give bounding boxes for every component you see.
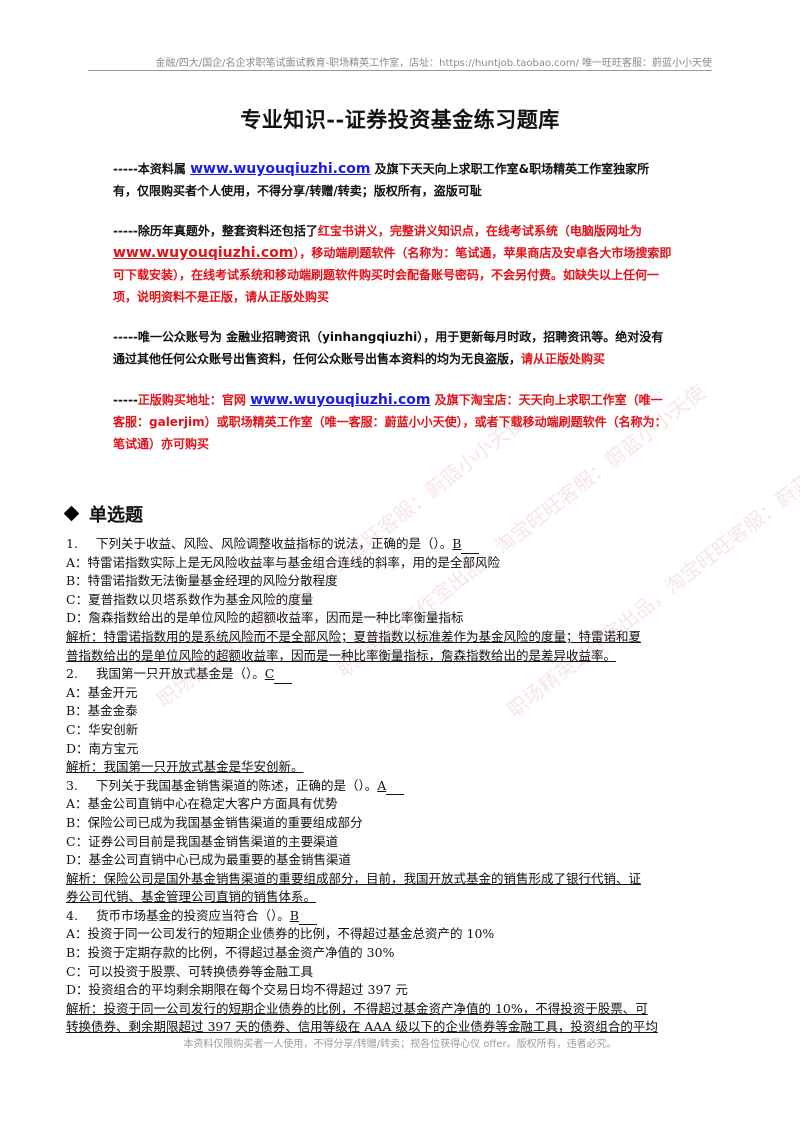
question-number: 4. — [66, 907, 78, 923]
question-item: 2. 我国第一只开放式基金是（）。C A：基金开元 B：基金金泰 C：华安创新 D… — [66, 665, 734, 777]
section-heading-label: 单选题 — [89, 505, 143, 526]
answer-underline — [386, 781, 405, 796]
option-b: B：投资于定期存款的比例，不得超过基金资产净值的 30% — [66, 945, 395, 961]
notice-purchase-red-1: 正版购买地址：官网 — [137, 393, 251, 407]
question-item: 1. 下列关于收益、风险、风险调整收益指标的说法，正确的是（）。B A：特雷诺指数… — [66, 535, 734, 665]
website-link[interactable]: www.wuyouqiuzhi.com — [250, 392, 431, 408]
notice-official-account-text: -----唯一公众账号为 金融业招聘资讯（yinhangqiuzhi），用于更新… — [113, 330, 664, 366]
question-number: 2. — [66, 666, 78, 682]
option-c: C：华安创新 — [66, 721, 139, 737]
option-c: C：可以投资于股票、可转换债券等金融工具 — [66, 963, 314, 979]
notice-ownership: -----本资料属 www.wuyouqiuzhi.com 及旗下天天向上求职工… — [113, 158, 673, 202]
notice-official-account-red: 请从正版处购买 — [521, 352, 606, 366]
notice-ownership-text: 及旗下天天向上求职工作室&职场精英工作室独家所有，仅限购买者个人使用，不得分享/… — [113, 162, 650, 198]
diamond-bullet-icon — [63, 505, 80, 522]
option-a: A：基金开元 — [66, 684, 138, 700]
header-divider — [88, 70, 712, 71]
question-number: 3. — [66, 777, 78, 793]
notice-purchase-prefix: ----- — [113, 393, 138, 407]
option-a: A：特雷诺指数实际上是无风险收益率与基金组合连线的斜率，用的是全部风险 — [66, 554, 501, 570]
option-b: B：特雷诺指数无法衡量基金经理的风险分散程度 — [66, 573, 338, 589]
notice-contents-red-2: ），移动端刷题软件（名称为：笔试通，苹果商店及安卓各大市场搜索即可下载安装），在… — [113, 246, 672, 304]
notice-purchase-red-2: 移动端刷题软件（名称为：笔试通）亦可购买 — [113, 415, 667, 451]
notice-official-account: -----唯一公众账号为 金融业招聘资讯（yinhangqiuzhi），用于更新… — [113, 326, 673, 370]
question-stem: 2. 我国第一只开放式基金是（）。C — [66, 665, 734, 684]
explanation-line: 普指数给出的是单位风险的超额收益率，因而是一种比率衡量指标，詹森指数给出的是差异… — [66, 647, 617, 663]
section-heading: 单选题 — [63, 501, 143, 527]
footer-note: 本资料仅限购买者一人使用，不得分享/转赠/转卖；视各位获得心仪 offer。版权… — [183, 1039, 617, 1050]
answer-underline — [274, 670, 293, 684]
explanation-line: 解析：特雷诺指数用的是系统风险而不是全部风险；夏普指数以标准差作为基金风险的度量… — [66, 628, 642, 644]
header-note: 金融/四大/国企/名企求职笔试面试教育-职场精英工作室，店址：https://h… — [155, 58, 712, 69]
question-text: 货币市场基金的投资应当符合（）。 — [96, 907, 290, 923]
notice-purchase-mid: 及旗下淘宝店：天天向上求职工作室（唯一客服：galerjim）或职场精英工作室（… — [113, 393, 663, 429]
option-d: D：基金公司直销中心已成为最重要的基金销售渠道 — [66, 852, 352, 868]
question-text: 下列关于收益、风险、风险调整收益指标的说法，正确的是（）。 — [96, 536, 453, 551]
document-title: 专业知识--证券投资基金练习题库 — [240, 107, 560, 132]
notice-contents: -----除历年真题外，整套资料还包括了红宝书讲义，完整讲义知识点，在线考试系统… — [113, 220, 673, 308]
option-d: D：投资组合的平均剩余期限在每个交易日均不得超过 397 元 — [66, 982, 408, 998]
option-c: C：证券公司目前是我国基金销售渠道的主要渠道 — [66, 833, 339, 849]
explanation-line: 券公司代销、基金管理公司直销的销售体系。 — [66, 889, 317, 905]
question-stem: 4. 货币市场基金的投资应当符合（）。B — [66, 907, 734, 926]
notice-ownership-prefix: -----本资料属 — [113, 162, 191, 176]
question-item: 4. 货币市场基金的投资应当符合（）。B A：投资于同一公司发行的短期企业债券的比… — [66, 907, 734, 1037]
notice-purchase: -----正版购买地址：官网 www.wuyouqiuzhi.com 及旗下淘宝… — [113, 389, 673, 455]
question-text: 下列关于我国基金销售渠道的陈述，正确的是（）。 — [96, 777, 378, 793]
answer-underline — [461, 540, 480, 554]
answer-underline — [298, 911, 317, 926]
option-c: C：夏普指数以贝塔系数作为基金风险的度量 — [66, 591, 314, 607]
website-link[interactable]: www.wuyouqiuzhi.com — [190, 161, 371, 177]
notice-contents-prefix: -----除历年真题外，整套资料还包括了 — [113, 224, 318, 238]
question-number: 1. — [66, 536, 78, 551]
question-answer: C — [264, 666, 275, 682]
option-a: A：基金公司直销中心在稳定大客户方面具有优势 — [66, 796, 338, 812]
question-list: 1.下列关于收益、风险、风险调整收益指标的说法，正确的是（）。B A：特雷诺指数… — [66, 535, 734, 1037]
question-answer: A — [377, 777, 387, 793]
question-answer: B — [289, 907, 299, 923]
option-d: D：詹森指数给出的是单位风险的超额收益率，因而是一种比率衡量指标 — [66, 610, 464, 626]
explanation-line: 解析：我国第一只开放式基金是华安创新。 — [66, 759, 304, 775]
option-b: B：保险公司已成为我国基金销售渠道的重要组成部分 — [66, 814, 363, 830]
question-text: 我国第一只开放式基金是（）。 — [96, 666, 265, 682]
question-stem: 1. 下列关于收益、风险、风险调整收益指标的说法，正确的是（）。B — [66, 535, 734, 554]
option-b: B：基金金泰 — [66, 703, 138, 719]
explanation-line: 解析：投资于同一公司发行的短期企业债券的比例，不得超过基金资产净值的 10%，不… — [66, 1000, 648, 1016]
question-item: 3. 下列关于我国基金销售渠道的陈述，正确的是（）。A A：基金公司直销中心在稳定… — [66, 777, 734, 907]
explanation-line: 解析：保险公司是国外基金销售渠道的重要组成部分，目前，我国开放式基金的销售形成了… — [66, 870, 642, 886]
option-a: A：投资于同一公司发行的短期企业债券的比例，不得超过基金总资产的 10% — [66, 926, 495, 942]
question-stem: 3. 下列关于我国基金销售渠道的陈述，正确的是（）。A — [66, 777, 734, 796]
option-d: D：南方宝元 — [66, 740, 139, 756]
explanation-line: 转换债券、剩余期限超过 397 天的债券、信用等级在 AAA 级以下的企业债券等… — [66, 1019, 658, 1035]
question-answer: B — [452, 536, 462, 551]
notice-contents-red-1: 红宝书讲义，完整讲义知识点，在线考试系统（电脑版网址为 — [317, 224, 642, 238]
website-link[interactable]: www.wuyouqiuzhi.com — [113, 245, 294, 261]
